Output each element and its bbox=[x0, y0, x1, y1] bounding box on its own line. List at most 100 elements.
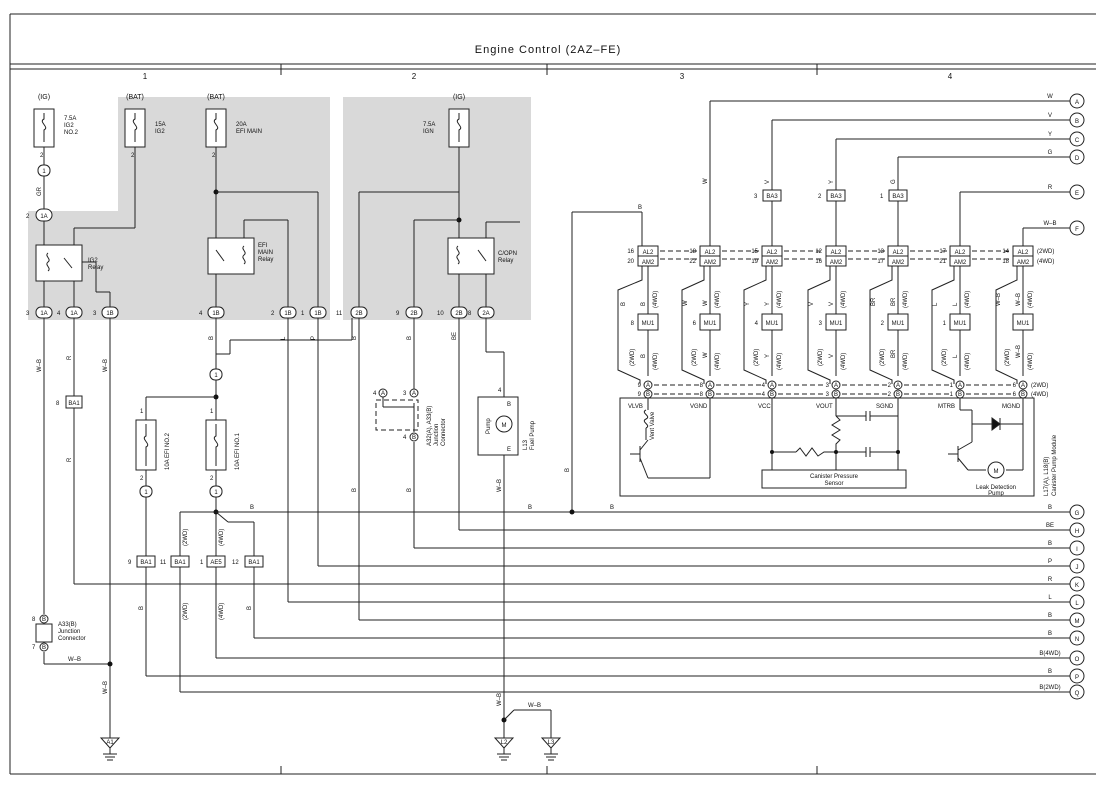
column-3-4-wiring bbox=[617, 100, 1070, 395]
pin-number: 1 bbox=[943, 321, 947, 327]
ground-a1 bbox=[99, 737, 121, 761]
connector-id: 1A bbox=[40, 214, 47, 220]
connector-id: AM2 bbox=[954, 260, 967, 266]
connector-id: B bbox=[1021, 392, 1025, 398]
connector-id: A bbox=[958, 383, 962, 389]
mu1-connector bbox=[1012, 313, 1034, 331]
variant-label: (4WD) bbox=[903, 353, 909, 370]
wire-color: W–B bbox=[1043, 221, 1056, 227]
pin-number: 2 bbox=[210, 476, 214, 482]
wire-color: W bbox=[703, 178, 709, 184]
wire-color: R bbox=[67, 457, 73, 462]
connector-id: AL2 bbox=[705, 250, 716, 256]
pin-number: 20 bbox=[627, 259, 634, 265]
wire-color: W–B bbox=[103, 359, 109, 372]
pin-number: 2 bbox=[26, 214, 30, 220]
connector-id: AM2 bbox=[704, 260, 717, 266]
variant-label: (2WD) bbox=[630, 349, 636, 366]
connector-id: 1A bbox=[70, 311, 77, 317]
module-connector-a bbox=[767, 380, 777, 390]
dynamic-connectors: AL2AM21620AL2AM21822AL2AM21519AL2AM21216… bbox=[621, 93, 1085, 700]
pin-number: 2 bbox=[131, 153, 135, 159]
wire-color: W–B bbox=[497, 479, 503, 492]
relay-label: EFI bbox=[258, 243, 268, 249]
relay-label: IG2 bbox=[88, 258, 98, 264]
pin-number: 9 bbox=[128, 560, 132, 566]
module-connector-a bbox=[955, 380, 965, 390]
pin-number: 16 bbox=[627, 249, 634, 255]
fuse-label: IG2 bbox=[155, 129, 165, 135]
terminal-letter: F bbox=[1075, 227, 1079, 233]
connector-id: 1B bbox=[212, 311, 219, 317]
component-label: Pump bbox=[988, 491, 1004, 497]
variant-label: (4WD) bbox=[841, 291, 847, 308]
terminal-letter: K bbox=[1075, 583, 1079, 589]
wire-color: W–B bbox=[68, 657, 81, 663]
variant-label: (4WD) bbox=[219, 529, 225, 546]
terminal-letter: H bbox=[1075, 529, 1079, 535]
wire-color: V bbox=[765, 180, 771, 184]
component-label: Vent Valve bbox=[650, 411, 656, 440]
component-label: Connector bbox=[58, 636, 86, 642]
component-label: Canister Pressure bbox=[810, 474, 859, 480]
variant-label: (2WD) bbox=[1037, 249, 1054, 255]
fuse-label: NO.2 bbox=[64, 130, 79, 136]
pin-number: 21 bbox=[939, 259, 946, 265]
variant-label: (4WD) bbox=[219, 603, 225, 620]
fuse-label: 15A bbox=[155, 122, 166, 128]
connector-id: BA1 bbox=[174, 560, 186, 566]
pin-number: 3 bbox=[826, 383, 830, 389]
connector-id: AL2 bbox=[955, 250, 966, 256]
wire-color: V bbox=[829, 302, 835, 306]
connector-id: A bbox=[896, 383, 900, 389]
connector-id: 1A bbox=[40, 311, 47, 317]
wire-color: W–B bbox=[1016, 293, 1022, 306]
variant-label: (4WD) bbox=[1031, 392, 1048, 398]
terminal-letter: J bbox=[1076, 565, 1079, 571]
variant-label: (2WD) bbox=[692, 349, 698, 366]
mu1-connector bbox=[887, 313, 909, 331]
variant-label: (4WD) bbox=[903, 291, 909, 308]
wire-color: B bbox=[621, 302, 627, 306]
wire-color: W–B bbox=[497, 693, 503, 706]
connector-id: BA3 bbox=[766, 194, 778, 200]
ground-label: A1 bbox=[106, 740, 114, 746]
component-label: M bbox=[502, 423, 507, 429]
fuse-label: 7.5A bbox=[64, 116, 76, 122]
pin-number: 3 bbox=[403, 391, 407, 397]
variant-label: (4WD) bbox=[715, 353, 721, 370]
pin-number: 9 bbox=[396, 311, 400, 317]
module-connector-b bbox=[1018, 389, 1028, 399]
terminal-letter: L bbox=[1075, 601, 1079, 607]
pin-number: 2 bbox=[140, 476, 144, 482]
connector-id: MU1 bbox=[704, 321, 717, 327]
variant-label: (4WD) bbox=[1028, 353, 1034, 370]
connector-id: 1B bbox=[314, 311, 321, 317]
wire-color: B bbox=[1048, 669, 1052, 675]
pin-number: 3 bbox=[819, 321, 823, 327]
variant-label: (4WD) bbox=[965, 291, 971, 308]
wire-color: B bbox=[352, 336, 358, 340]
junction-connector-a33 bbox=[35, 623, 53, 643]
mu1-connector bbox=[699, 313, 721, 331]
connector-id: BA3 bbox=[830, 194, 842, 200]
connector-id: 1 bbox=[214, 490, 218, 496]
component-label: A33(B) bbox=[58, 622, 77, 628]
wire-color: G bbox=[891, 179, 897, 184]
pin-number: 8 bbox=[700, 383, 704, 389]
connector-id: BA3 bbox=[892, 194, 904, 200]
wire-color: B(2WD) bbox=[1039, 685, 1060, 691]
connector-id: AL2 bbox=[1018, 250, 1029, 256]
wire-color: R bbox=[1048, 185, 1053, 191]
connector-markers bbox=[35, 164, 908, 652]
terminal-letter: B bbox=[1075, 119, 1079, 125]
power-source-bat: (BAT) bbox=[126, 94, 144, 101]
column-label-3: 3 bbox=[680, 72, 685, 81]
variant-label: (2WD) bbox=[942, 349, 948, 366]
variant-label: (4WD) bbox=[777, 353, 783, 370]
power-source-ig: (IG) bbox=[453, 94, 465, 101]
pin-number: 3 bbox=[93, 311, 97, 317]
wire-color: B bbox=[250, 505, 254, 511]
terminal-letter: M bbox=[1075, 619, 1080, 625]
pin-number: 9 bbox=[638, 392, 642, 398]
